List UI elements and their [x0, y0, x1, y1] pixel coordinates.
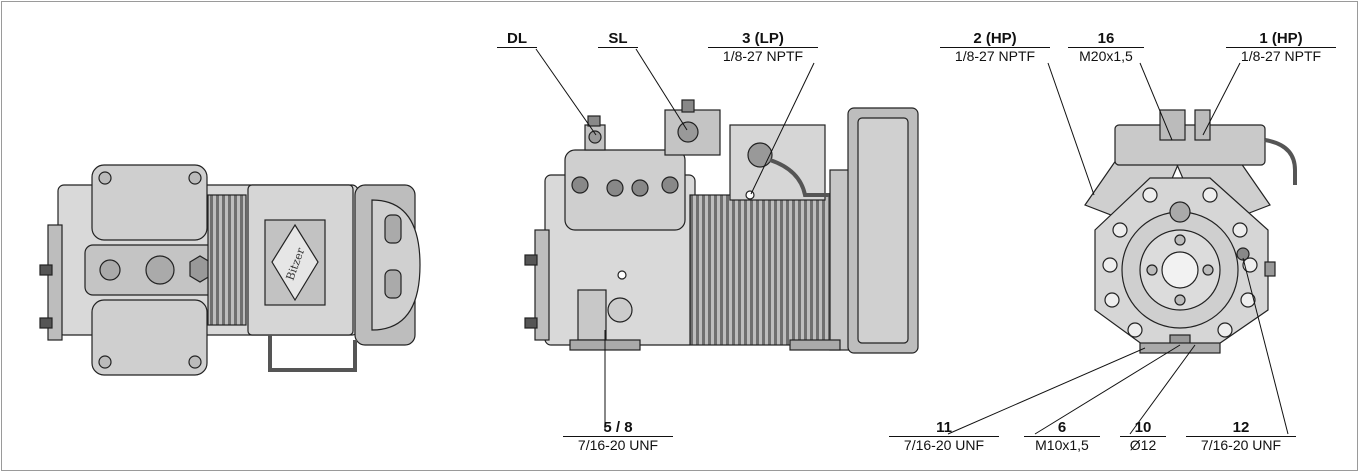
- label-6-value: M10x1,5: [1024, 436, 1100, 454]
- label-11-value: 7/16-20 UNF: [889, 436, 999, 454]
- label-sl: SL: [598, 30, 638, 48]
- label-58-value: 7/16-20 UNF: [563, 436, 673, 454]
- label-12-name: 12: [1232, 419, 1250, 436]
- label-6: 6 M10x1,5: [1024, 419, 1100, 454]
- front-view: [1084, 109, 1297, 354]
- label-58-name: 5 / 8: [603, 419, 633, 436]
- label-16-value: M20x1,5: [1068, 47, 1144, 65]
- label-2-hp: 2 (HP) 1/8-27 NPTF: [940, 30, 1050, 65]
- label-6-name: 6: [1057, 419, 1067, 436]
- top-view: Bitzer: [39, 164, 421, 376]
- label-2-value: 1/8-27 NPTF: [940, 47, 1050, 65]
- label-12: 12 7/16-20 UNF: [1186, 419, 1296, 454]
- label-sl-name: SL: [598, 30, 638, 48]
- label-16: 16 M20x1,5: [1068, 30, 1144, 65]
- label-10: 10 Ø12: [1120, 419, 1166, 454]
- side-view: [524, 99, 919, 354]
- label-3-value: 1/8-27 NPTF: [708, 47, 818, 65]
- label-12-value: 7/16-20 UNF: [1186, 436, 1296, 454]
- label-11: 11 7/16-20 UNF: [889, 419, 999, 454]
- label-10-name: 10: [1134, 419, 1152, 436]
- label-3-lp: 3 (LP) 1/8-27 NPTF: [708, 30, 818, 65]
- label-1-name: 1 (HP): [1259, 30, 1303, 47]
- label-11-name: 11: [936, 419, 952, 436]
- label-2-name: 2 (HP): [973, 30, 1017, 47]
- leader-lines: [535, 48, 1289, 435]
- label-3-name: 3 (LP): [742, 30, 784, 47]
- label-dl-name: DL: [497, 30, 537, 48]
- label-16-name: 16: [1097, 30, 1115, 47]
- label-dl: DL: [497, 30, 537, 48]
- label-1-hp: 1 (HP) 1/8-27 NPTF: [1226, 30, 1336, 65]
- label-5-8: 5 / 8 7/16-20 UNF: [563, 419, 673, 454]
- label-1-value: 1/8-27 NPTF: [1226, 47, 1336, 65]
- label-10-value: Ø12: [1120, 436, 1166, 454]
